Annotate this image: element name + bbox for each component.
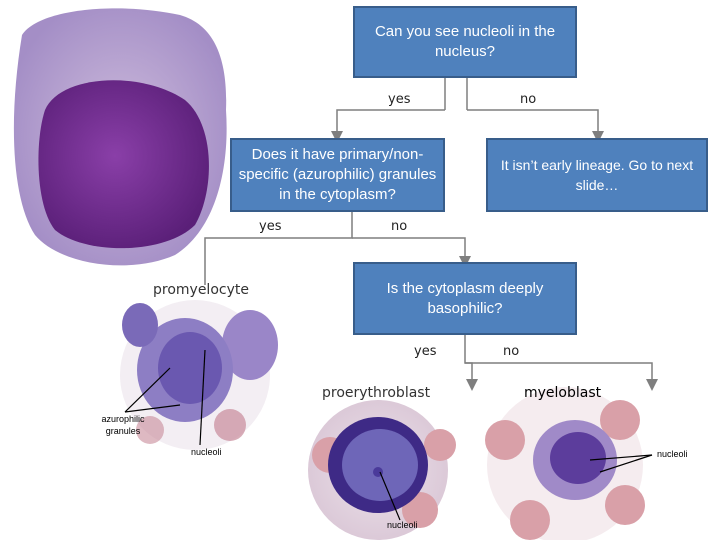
question-granules-text: Does it have primary/non-specific (azuro… [238,146,437,203]
q2-no-label: no [391,219,408,234]
q4-no-label: no [503,344,520,359]
proerythroblast-nucleoli-annotation: nucleoli [387,520,418,530]
question-granules-box: Does it have primary/non-specific (azuro… [230,138,445,212]
q4-yes-label: yes [414,344,437,359]
proerythroblast-micrograph [308,400,456,540]
q1-yes-label: yes [388,92,411,107]
question-basophilic-text: Is the cytoplasm deeply basophilic? [386,279,544,317]
proerythroblast-label: proerythroblast [322,385,431,401]
myeloblast-label: myeloblast [524,385,602,401]
q2-yes-label: yes [259,219,282,234]
annotation-pointers [124,349,653,521]
question-nucleoli-text: Can you see nucleoli in the nucleus? [374,23,556,60]
not-early-lineage-text: It isn’t early lineage. Go to next slide… [500,157,694,193]
question-nucleoli-box: Can you see nucleoli in the nucleus? [353,6,577,78]
top-cell-micrograph [13,8,227,266]
question-basophilic-box: Is the cytoplasm deeply basophilic? [353,262,577,335]
promyelocyte-micrograph [120,300,278,450]
q1-no-label: no [520,92,537,107]
myeloblast-micrograph [485,387,645,540]
myeloblast-nucleoli-annotation: nucleoli [657,449,688,459]
not-early-lineage-box: It isn’t early lineage. Go to next slide… [486,138,708,212]
promyelocyte-label: promyelocyte [153,282,249,298]
connectors [204,78,658,391]
promyelocyte-nucleoli-annotation: nucleoli [191,447,222,457]
azurophilic-granules-annotation: azurophilic granules [101,414,145,436]
